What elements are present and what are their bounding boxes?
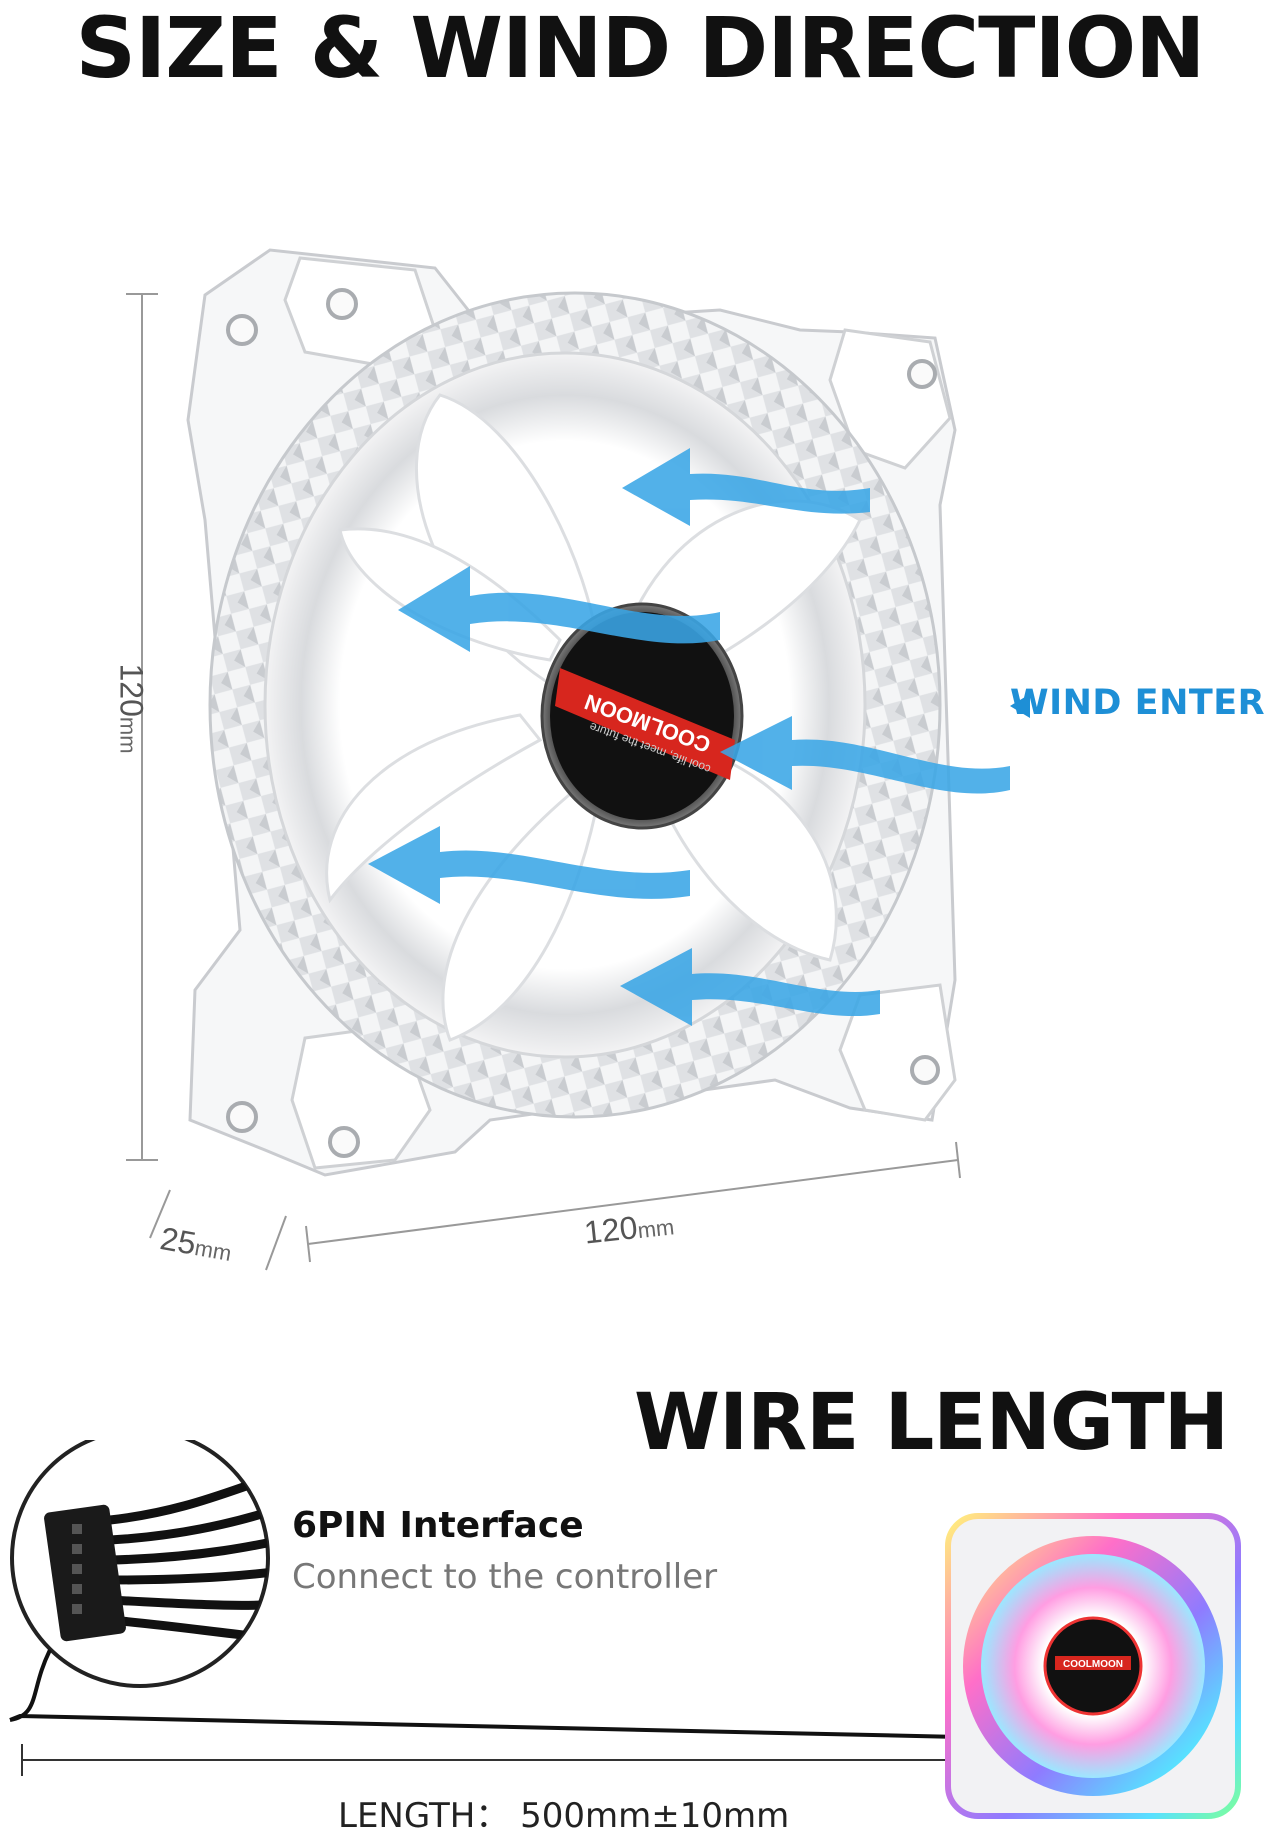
triangle-left-icon bbox=[1010, 694, 1030, 718]
height-dimension-line bbox=[126, 293, 158, 1161]
corner-pad-top-left bbox=[226, 256, 437, 370]
height-value: 120 bbox=[113, 663, 150, 717]
page-title: SIZE & WIND DIRECTION bbox=[75, 0, 1206, 97]
connector-title: 6PIN Interface bbox=[292, 1505, 584, 1546]
rgb-hub-brand: COOLMOON bbox=[1063, 1659, 1123, 1670]
length-dimension-line bbox=[21, 1744, 1001, 1776]
corner-pad-top-right bbox=[828, 328, 952, 470]
wind-enter-label: WIND ENTER bbox=[1010, 683, 1266, 723]
height-unit: mm bbox=[115, 716, 141, 754]
depth-unit: mm bbox=[192, 1235, 234, 1267]
connector-icon bbox=[10, 1440, 270, 1688]
width-value: 120 bbox=[582, 1209, 640, 1251]
wire-illustration: COOLMOON bbox=[9, 1440, 1241, 1819]
fan-illustration: COOLMOON cool life, meet the future bbox=[126, 248, 1030, 1271]
fan-hub: COOLMOON cool life, meet the future bbox=[540, 602, 744, 830]
corner-pad-bottom-right bbox=[838, 983, 957, 1122]
length-label: LENGTH： 500mm±10mm bbox=[338, 1796, 790, 1836]
width-unit: mm bbox=[636, 1214, 676, 1244]
rgb-fan-image: COOLMOON bbox=[945, 1513, 1241, 1819]
wind-arrow-icon bbox=[368, 448, 1010, 1026]
width-dimension-line bbox=[305, 1141, 961, 1263]
connector-subtitle: Connect to the controller bbox=[292, 1557, 718, 1597]
depth-dimension-line bbox=[149, 1189, 287, 1271]
wire-cable bbox=[9, 1649, 961, 1739]
height-dimension-label: 120mm bbox=[113, 663, 150, 753]
section-title-wire-length: WIRE LENGTH bbox=[634, 1378, 1229, 1468]
